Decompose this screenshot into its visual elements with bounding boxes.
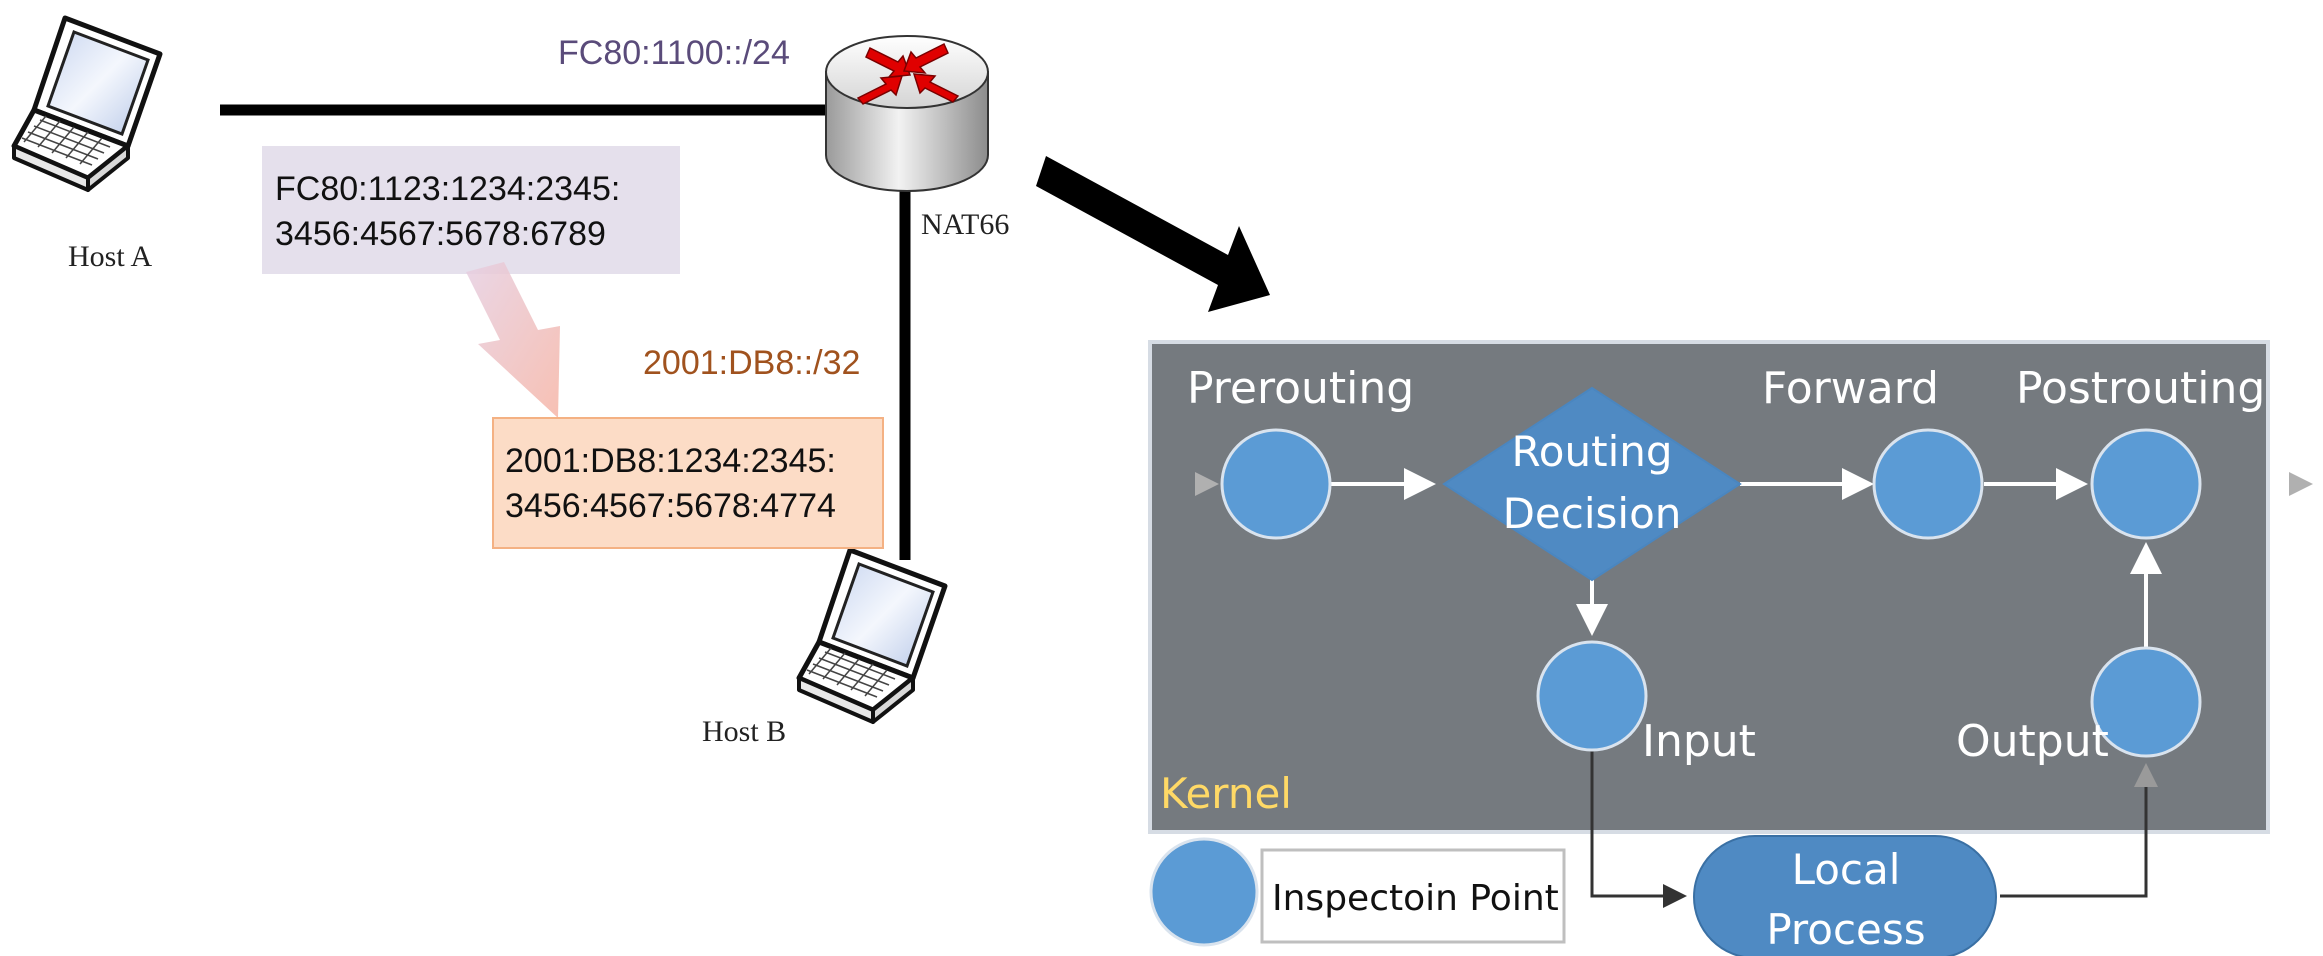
router-label: NAT66 xyxy=(921,208,1009,241)
host-a-label: Host A xyxy=(68,240,153,273)
internal-address-line2: 3456:4567:5678:6789 xyxy=(275,215,606,253)
legend-label-box xyxy=(1260,848,1566,944)
routing-decision-line1: Routing xyxy=(1511,427,1672,476)
host-b-label: Host B xyxy=(702,715,786,748)
routing-decision-line2: Decision xyxy=(1503,489,1682,538)
prerouting-inspection-point xyxy=(1220,428,1332,540)
local-process-line2: Process xyxy=(1766,905,1925,954)
external-address-line2: 3456:4567:5678:4774 xyxy=(505,487,836,525)
routing-decision-diamond xyxy=(1442,386,1742,582)
prerouting-label: Prerouting xyxy=(1187,363,1414,414)
internal-address-line1: FC80:1123:1234:2345: xyxy=(275,170,620,208)
kernel-label: Kernel xyxy=(1160,769,1292,818)
external-address-line1: 2001:DB8:1234:2345: xyxy=(505,442,836,480)
arrow-input-local-process xyxy=(1590,750,1687,908)
legend-label: Inspectoin Point xyxy=(1272,878,1559,919)
local-process-line1: Local xyxy=(1792,845,1901,894)
external-address-box xyxy=(492,417,884,549)
prefix-internal: FC80:1100::/24 xyxy=(558,34,790,72)
internal-address-box xyxy=(262,146,680,274)
legend: Inspectoin Point xyxy=(1149,837,1566,947)
legend-inspection-point-icon xyxy=(1149,837,1259,947)
postrouting-inspection-point xyxy=(2090,428,2202,540)
postrouting-label: Postrouting xyxy=(2016,363,2265,414)
local-process-box xyxy=(1693,835,1997,956)
prefix-external: 2001:DB8::/32 xyxy=(643,344,860,382)
input-label: Input xyxy=(1642,716,1756,767)
output-label: Output xyxy=(1956,716,2109,767)
host-b-laptop-icon xyxy=(799,550,945,722)
input-inspection-point xyxy=(1536,640,1648,752)
network-section: Host A Host B NAT66 FC80:1100::/24 2001:… xyxy=(14,18,1009,748)
router-icon xyxy=(825,35,989,192)
zoom-arrow xyxy=(1036,156,1270,312)
kernel-box xyxy=(1148,340,2270,834)
output-inspection-point xyxy=(2090,646,2202,758)
host-a-laptop-icon xyxy=(14,18,160,190)
arrow-local-process-output xyxy=(2000,763,2158,898)
forward-inspection-point xyxy=(1872,428,1984,540)
forward-label: Forward xyxy=(1762,363,1939,414)
translation-arrow xyxy=(466,262,560,418)
netfilter-section: Routing Decision Prerouting Forward Post… xyxy=(1108,340,2313,956)
